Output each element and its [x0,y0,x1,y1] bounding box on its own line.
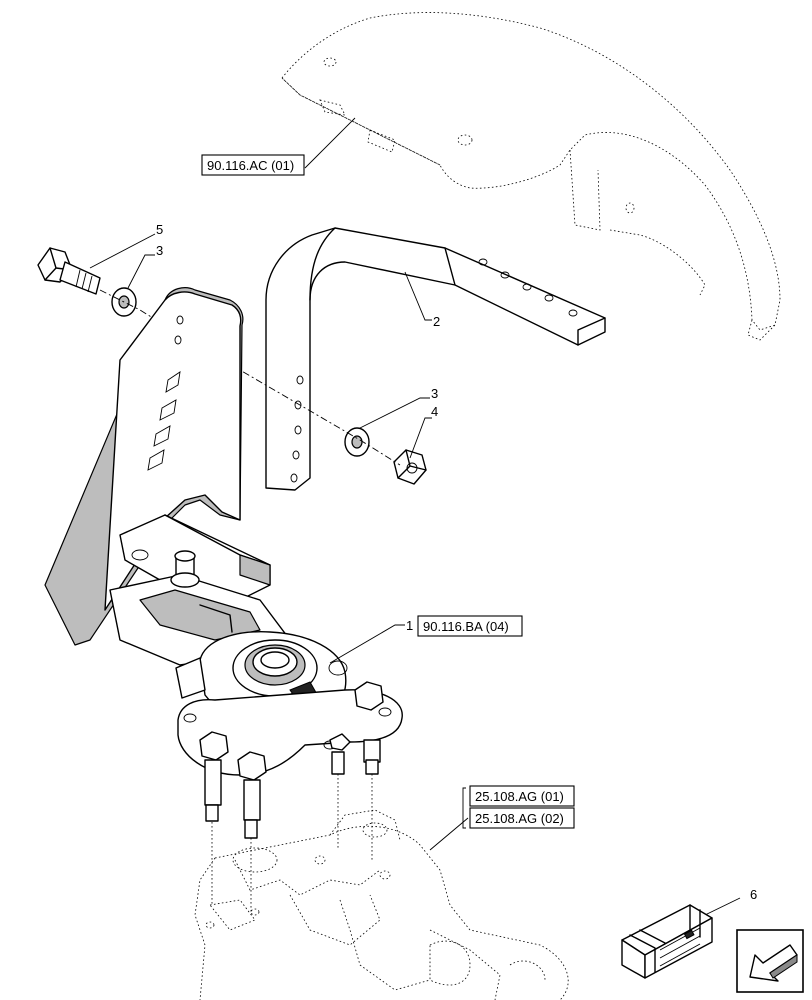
callout-2: 2 [433,314,440,329]
ref-box-axle-group: 25.108.AG (01) 25.108.AG (02) [462,785,575,829]
ref-axle-1-label: 25.108.AG (01) [475,789,564,804]
ref-box-bracket[interactable]: 90.116.BA (04) [417,615,523,637]
callout-5: 5 [156,222,163,237]
ref-bracket-label: 90.116.BA (04) [423,619,509,634]
bracket-assembly-part-1 [44,287,403,776]
ref-box-axle-1[interactable]: 25.108.AG (01) [469,785,575,807]
callout-4: 4 [431,404,438,419]
washer-part-3-lower [344,427,370,457]
fender-outline [281,12,781,341]
bolt-part-5 [37,247,101,295]
callout-3-lower: 3 [431,386,438,401]
callout-6: 6 [750,887,757,902]
ref-box-axle-2[interactable]: 25.108.AG (02) [469,807,575,829]
callout-3-upper: 3 [156,243,163,258]
ref-axle-2-label: 25.108.AG (02) [475,811,564,826]
navigation-arrow-icon[interactable] [736,929,804,993]
callout-1: 1 [406,618,413,633]
ref-fender-label: 90.116.AC (01) [207,158,294,173]
ref-box-fender[interactable]: 90.116.AC (01) [201,154,305,176]
mounting-bolts [199,681,384,839]
nut-part-4 [393,449,427,485]
bolt-alignment-lines [211,774,373,915]
guard-bar-part-2 [265,227,606,491]
kit-box-icon [621,904,713,979]
leader-lines [89,117,741,916]
bolt-axis-line [99,289,401,466]
axle-housing-outline [194,809,569,1000]
